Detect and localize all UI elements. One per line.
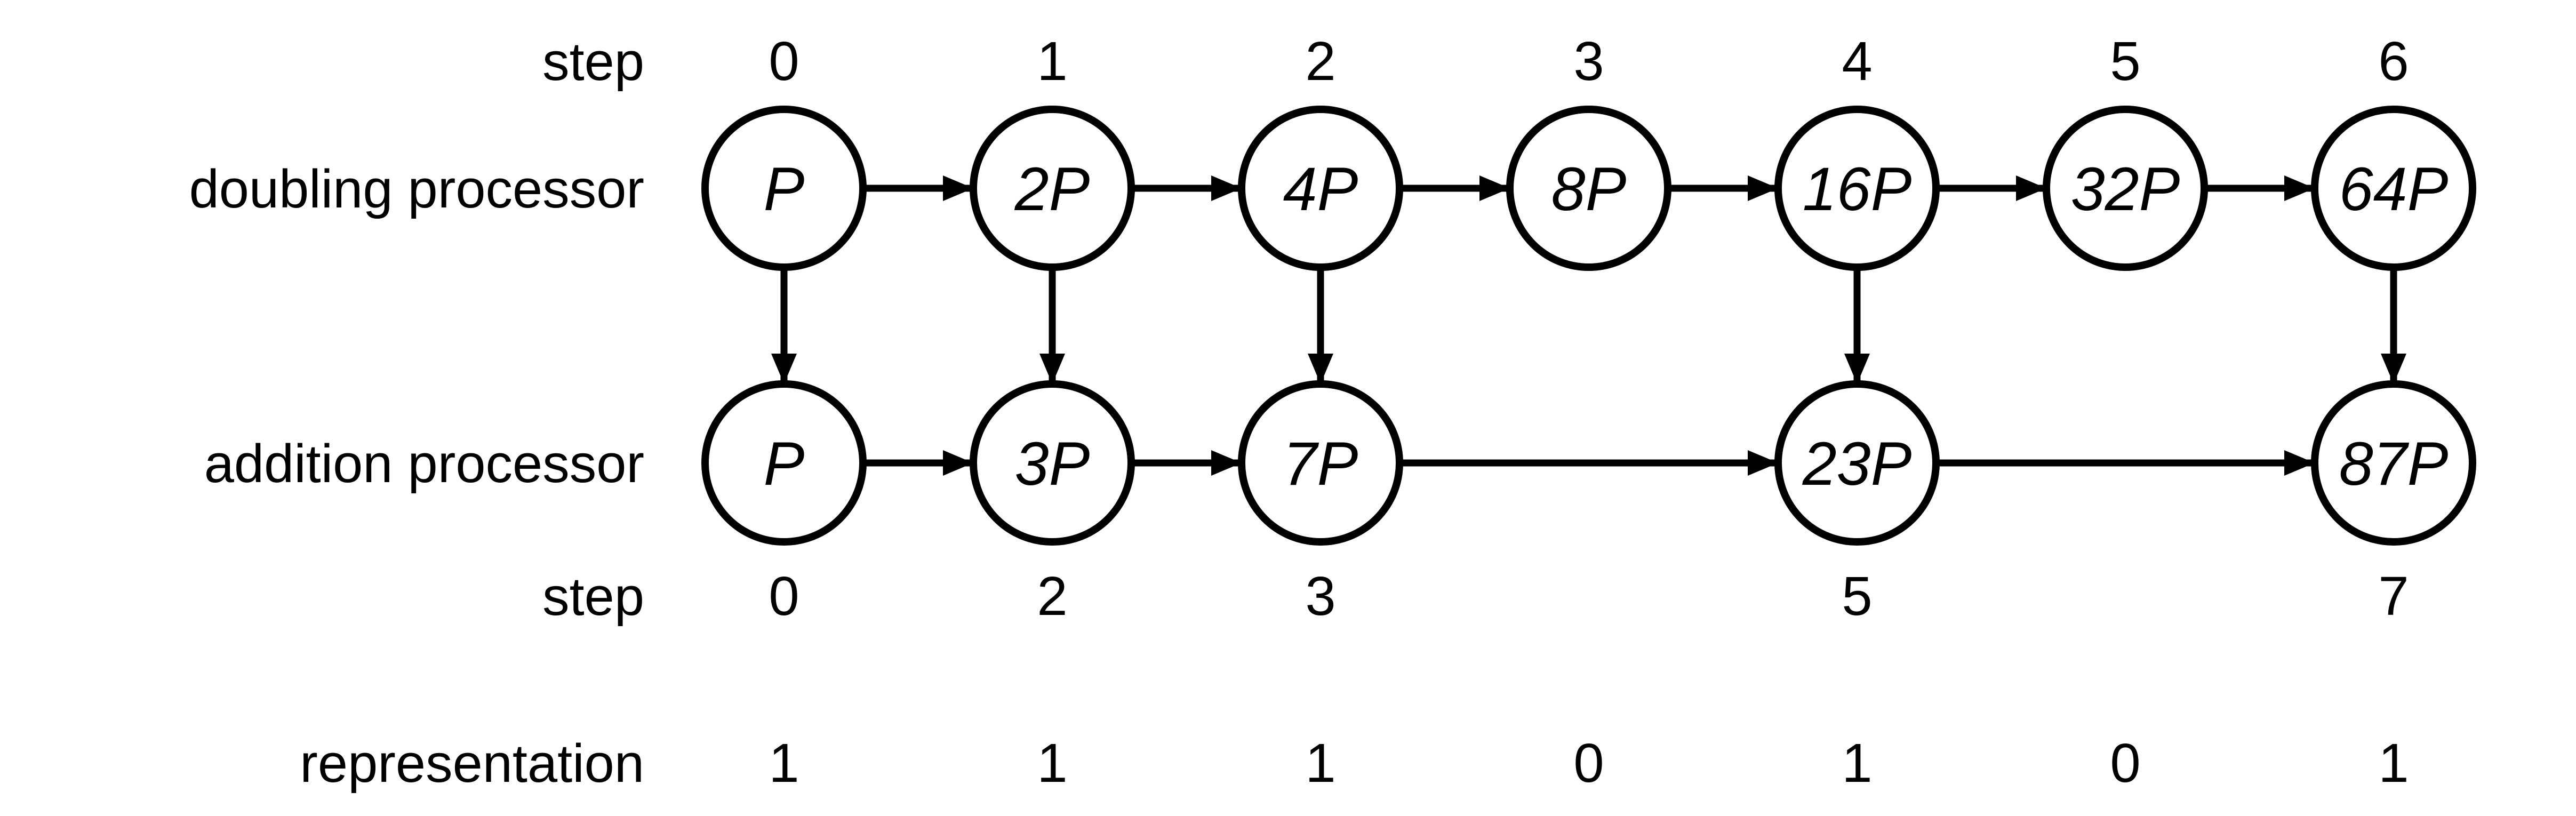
addition-node-circle <box>970 380 1135 546</box>
doubling-row-label: doubling processor <box>189 159 644 219</box>
top-step-number: 0 <box>769 30 799 92</box>
addition-node-label: 87P <box>2339 430 2449 498</box>
doubling-node-label: 32P <box>2071 155 2180 223</box>
bottom-step-number: 5 <box>1842 565 1872 627</box>
addition-node-label: 23P <box>1802 430 1912 498</box>
step-bottom-row-label: step <box>542 567 644 627</box>
doubling-node-label: 8P <box>1551 155 1627 223</box>
bottom-step-number: 0 <box>769 565 799 627</box>
top-step-number: 2 <box>1305 30 1335 92</box>
doubling-node-label: 64P <box>2339 155 2449 223</box>
doubling-node-label: 16P <box>1803 155 1912 223</box>
addition-node-circle <box>1774 380 1940 546</box>
representation-bit: 0 <box>2110 732 2140 794</box>
addition-node-label: P <box>764 430 805 498</box>
doubling-node-label: 2P <box>1014 155 1090 223</box>
addition-node-circle <box>2311 380 2476 546</box>
addition-row-label: addition processor <box>204 434 644 494</box>
representation-row-label: representation <box>300 734 644 794</box>
top-step-number: 4 <box>1842 30 1872 92</box>
representation-bit: 0 <box>1573 732 1604 794</box>
doubling-node-circle <box>1506 106 1671 271</box>
top-step-number: 6 <box>2378 30 2409 92</box>
bottom-step-number: 2 <box>1037 565 1067 627</box>
bottom-step-number: 7 <box>2378 565 2409 627</box>
doubling-node-circle <box>2043 106 2208 271</box>
doubling-node-label: 4P <box>1283 155 1358 223</box>
top-step-number: 5 <box>2110 30 2140 92</box>
addition-node-circle <box>1238 380 1403 546</box>
step-top-row-label: step <box>542 32 644 92</box>
addition-node-label: 7P <box>1283 430 1358 498</box>
doubling-node-circle <box>701 106 867 271</box>
doubling-node-circle <box>970 106 1135 271</box>
addition-node-circle <box>701 380 867 546</box>
doubling-node-label: P <box>764 155 805 223</box>
representation-bit: 1 <box>1842 732 1872 794</box>
doubling-node-circle <box>1774 106 1940 271</box>
doubling-node-circle <box>2311 106 2476 271</box>
representation-bit: 1 <box>1305 732 1335 794</box>
representation-bit: 1 <box>2378 732 2409 794</box>
top-step-number: 1 <box>1037 30 1067 92</box>
top-step-number: 3 <box>1573 30 1604 92</box>
representation-bit: 1 <box>769 732 799 794</box>
addition-node-label: 3P <box>1015 430 1090 498</box>
bottom-step-number: 3 <box>1305 565 1335 627</box>
doubling-node-circle <box>1238 106 1403 271</box>
representation-bit: 1 <box>1037 732 1067 794</box>
